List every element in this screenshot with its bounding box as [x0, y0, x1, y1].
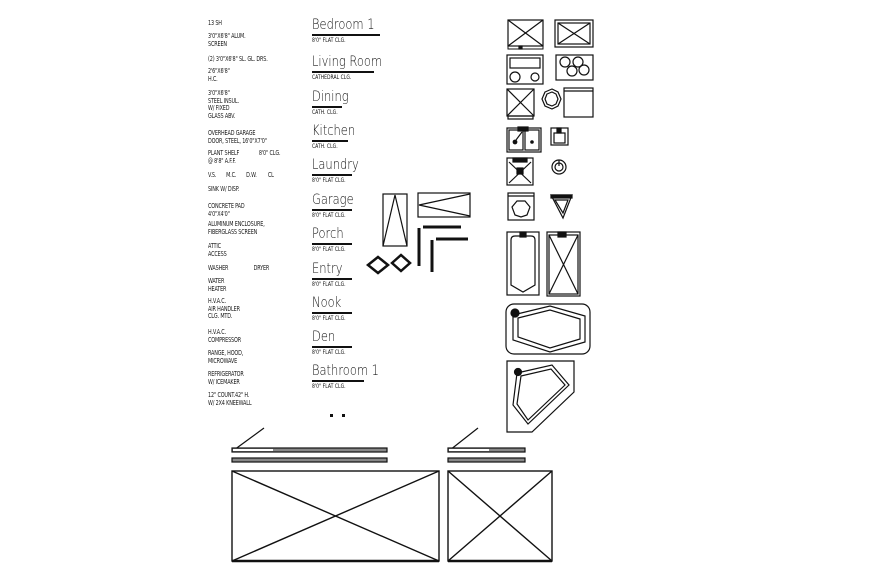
- room-ceiling: 8'0" FLAT CLG.: [312, 314, 346, 322]
- room-ceiling: CATH. CLG.: [312, 142, 338, 150]
- door-elevation-icon: [447, 470, 553, 563]
- note-water-heater: WATER HEATER: [208, 277, 227, 293]
- room-label-living-room: Living Room CATHEDRAL CLG.: [312, 55, 397, 81]
- room-ceiling: 8'0" FLAT CLG.: [312, 176, 346, 184]
- room-ceiling: CATH. CLG.: [312, 108, 338, 116]
- corner-sink-icon: [550, 194, 573, 220]
- note-hvac-air-handler: H.V.A.C. AIR HANDLER CLG. MTD.: [208, 297, 240, 320]
- room-name: Porch: [312, 226, 344, 242]
- range-top-icon: [507, 19, 544, 50]
- note-plant-shelf: PLANT SHELF 8'0" CLG. @ 8'8" A.F.F.: [208, 149, 281, 165]
- round-lavatory-icon: [551, 159, 567, 175]
- note-attic-access: ATTIC ACCESS: [208, 242, 227, 258]
- note-washer-dryer: WASHER DRYER: [208, 264, 270, 272]
- room-ceiling: 8'0" FLAT CLG.: [312, 211, 346, 219]
- room-underline: [312, 380, 364, 382]
- room-underline: [312, 243, 352, 245]
- note-hvac-compressor: H.V.A.C. COMPRESSOR: [208, 328, 241, 344]
- window-elevation-wide-icon: [417, 192, 471, 218]
- garden-tub-icon: [505, 303, 591, 355]
- room-label-nook: Nook 8'0" FLAT CLG.: [312, 296, 355, 322]
- room-ceiling: 8'0" FLAT CLG.: [312, 280, 346, 288]
- washer-icon: [506, 54, 544, 85]
- room-label-laundry: Laundry 8'0" FLAT CLG.: [312, 158, 369, 184]
- note-sliding-glass-doors: (2) 3'0"x6'8" SL. GL. DRS.: [208, 55, 268, 63]
- room-underline: [312, 174, 352, 176]
- note-sink-disposal: SINK W/ DISP.: [208, 185, 240, 193]
- sliding-door-left-icon: [231, 427, 388, 463]
- room-name: Entry: [312, 261, 343, 277]
- room-ceiling: 8'0" FLAT CLG.: [312, 36, 346, 44]
- note-aluminum-enclosure: ALUMINUM ENCLOSURE, FIBERGLASS SCREEN: [208, 220, 265, 236]
- shower-stall-icon: [506, 157, 534, 186]
- room-name: Dining: [312, 89, 349, 105]
- note-alum-screen: 3'0"x6'8" ALUM. SCREEN: [208, 32, 246, 48]
- dryer-icon: [506, 88, 535, 120]
- note-appliance-codes: V.S. M.C. D.W. CL: [208, 171, 274, 179]
- note-13sh: 13 SH: [208, 19, 222, 27]
- room-name: Den: [312, 329, 336, 345]
- note-overhead-garage: OVERHEAD GARAGE DOOR, STEEL, 16'0"x7'0": [208, 129, 267, 145]
- room-ceiling: 8'0" FLAT CLG.: [312, 245, 346, 253]
- corner-wall-icon: [417, 225, 468, 272]
- room-label-porch: Porch 8'0" FLAT CLG.: [312, 227, 355, 253]
- note-concrete-pad: CONCRETE PAD 4'0"x4'0": [208, 202, 245, 218]
- room-underline: [312, 71, 374, 73]
- note-steel-insul-door: 3'0"x6'8" STEEL INSUL. W/ FIXED GLASS AB…: [208, 89, 239, 120]
- vanity-sink-icon: [550, 127, 569, 146]
- range-top-2-icon: [554, 19, 594, 48]
- room-ceiling: 8'0" FLAT CLG.: [312, 348, 346, 356]
- note-counter-kneewall: 12" COUNT.42" H. W/ 2X4 KNEEWALL: [208, 391, 252, 407]
- room-underline: [312, 346, 352, 348]
- room-name: Garage: [312, 192, 354, 208]
- room-label-bathroom-1: Bathroom 1 8'0" FLAT CLG.: [312, 364, 394, 390]
- column-diamond-icon: [365, 253, 412, 275]
- room-underline: [312, 278, 352, 280]
- room-label-entry: Entry 8'0" FLAT CLG.: [312, 262, 355, 288]
- laundry-sink-icon: [507, 192, 535, 221]
- water-heater-icon: [541, 88, 562, 110]
- double-sink-icon: [506, 126, 542, 153]
- room-name: Laundry: [312, 157, 359, 173]
- room-name: Bathroom 1: [312, 363, 379, 379]
- room-underline: [312, 312, 352, 314]
- room-underline: [312, 34, 380, 36]
- room-name: Bedroom 1: [312, 17, 375, 33]
- room-label-garage: Garage 8'0" FLAT CLG.: [312, 193, 363, 219]
- room-label-den: Den 8'0" FLAT CLG.: [312, 330, 355, 356]
- room-label-bedroom-1: Bedroom 1 8'0" FLAT CLG.: [312, 18, 388, 44]
- corner-tub-icon: [506, 360, 575, 433]
- window-elevation-tall-icon: [382, 193, 408, 247]
- dot-markers-icon: [330, 414, 345, 417]
- note-hollow-core-door: 2'6"x6'8" H.C.: [208, 67, 230, 83]
- hvac-unit-icon: [563, 87, 594, 118]
- sliding-door-right-icon: [447, 427, 526, 463]
- shower-enclosure-icon: [546, 231, 581, 297]
- note-range-hood-microwave: RANGE, HOOD, MICROWAVE: [208, 349, 244, 365]
- note-refrigerator: REFRIGERATOR W/ ICEMAKER: [208, 370, 244, 386]
- room-label-kitchen: Kitchen CATH. CLG.: [312, 124, 365, 150]
- room-ceiling: CATHEDRAL CLG.: [312, 73, 352, 81]
- room-ceiling: 8'0" FLAT CLG.: [312, 382, 346, 390]
- room-name: Living Room: [312, 54, 383, 70]
- cooktop-burners-icon: [555, 54, 594, 81]
- room-label-dining: Dining CATH. CLG.: [312, 90, 357, 116]
- room-name: Nook: [312, 295, 342, 311]
- room-underline: [312, 106, 342, 108]
- bathtub-icon: [506, 231, 540, 296]
- room-name: Kitchen: [312, 123, 356, 139]
- room-underline: [312, 140, 348, 142]
- room-underline: [312, 209, 352, 211]
- garage-door-elevation-icon: [231, 470, 440, 563]
